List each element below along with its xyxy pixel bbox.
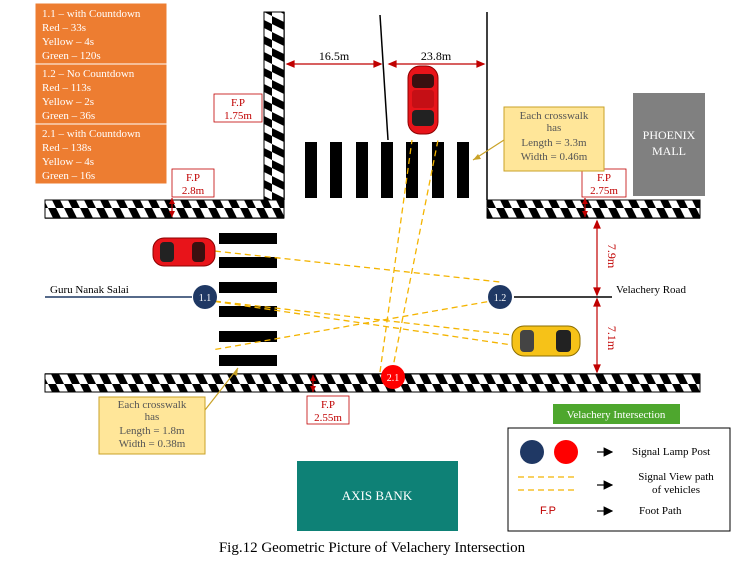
crosswalk-top-line1: Each crosswalk	[520, 110, 589, 122]
signal-post-1-2-label: 1.2	[494, 293, 507, 304]
signal-1-yellow: Yellow – 4s	[42, 36, 94, 48]
legend-fp-symbol: F.P	[540, 505, 556, 517]
fp-top-right-value: 2.75m	[590, 185, 618, 197]
car-red-top	[407, 65, 439, 135]
legend-navy-post-icon	[520, 440, 544, 464]
phoenix-mall-line1: PHOENIX	[643, 128, 696, 142]
signal-post-1-2: 1.2	[488, 285, 512, 309]
fp-marker-bottom: F.P 2.55m	[306, 375, 350, 425]
crosswalk-top	[305, 142, 469, 198]
dim-top-right: 23.8m	[421, 49, 452, 63]
crosswalk-top-line2: has	[547, 122, 562, 134]
car-red-left	[152, 237, 216, 267]
footpath-top-vertical	[263, 11, 285, 201]
signal-post-2-1-label: 2.1	[387, 373, 400, 384]
signal-post-1-1-label: 1.1	[199, 293, 212, 304]
legend-red-post-icon	[554, 440, 578, 464]
phoenix-mall-building: PHOENIX MALL	[633, 93, 705, 196]
signal-2-green: Green – 36s	[42, 110, 95, 122]
crosswalk-bottom-line2: has	[145, 411, 160, 423]
signal-post-1-1: 1.1	[193, 285, 217, 309]
crosswalk-top-length: Length = 3.3m	[521, 137, 587, 149]
dim-right-upper: 7.9m	[605, 244, 619, 269]
signal-timing-box-1: 1.1 – with Countdown Red – 33s Yellow – …	[34, 2, 168, 65]
fp-marker-top-left: F.P 2.8m	[169, 168, 215, 217]
footpath-bottom	[44, 373, 701, 393]
crosswalk-bottom-line1: Each crosswalk	[118, 399, 187, 411]
signal-view-paths	[204, 139, 513, 373]
signal-timing-box-2: 1.2 – No Countdown Red – 113s Yellow – 2…	[34, 63, 168, 125]
footpath-top-left	[44, 199, 285, 219]
legend-view-path-2: of vehicles	[652, 484, 700, 496]
fp-top-vertical-label: F.P	[231, 97, 245, 109]
median-line-top	[379, 14, 389, 141]
crosswalk-top-callout: Each crosswalk has Length = 3.3m Width =…	[472, 106, 605, 172]
signal-2-yellow: Yellow – 2s	[42, 96, 94, 108]
signal-3-green: Green – 16s	[42, 170, 95, 182]
road-label-right: Velachery Road	[616, 284, 686, 296]
intersection-label-box: Velachery Intersection	[553, 404, 680, 424]
phoenix-mall-line2: MALL	[652, 144, 686, 158]
legend: Signal Lamp Post Signal View path of veh…	[507, 427, 731, 532]
signal-1-green: Green – 120s	[42, 50, 101, 62]
axis-bank-label: AXIS BANK	[342, 488, 413, 503]
fp-bottom-label: F.P	[321, 399, 335, 411]
signal-1-label: 1.1 – with Countdown	[42, 8, 141, 20]
crosswalk-left	[219, 233, 277, 366]
fp-marker-top-right: F.P 2.75m	[581, 168, 627, 217]
intersection-label: Velachery Intersection	[567, 409, 666, 421]
signal-3-yellow: Yellow – 4s	[42, 156, 94, 168]
fp-top-right-label: F.P	[597, 172, 611, 184]
signal-2-red: Red – 113s	[42, 82, 91, 94]
dim-top-left: 16.5m	[319, 49, 350, 63]
crosswalk-bottom-width: Width = 0.38m	[119, 438, 186, 450]
legend-foot-path: Foot Path	[639, 505, 682, 517]
crosswalk-top-width: Width = 0.46m	[521, 151, 588, 163]
road-label-left: Guru Nanak Salai	[50, 284, 129, 296]
figure-caption: Fig.12 Geometric Picture of Velachery In…	[219, 540, 526, 556]
fp-top-left-value: 2.8m	[182, 185, 205, 197]
axis-bank-building: AXIS BANK	[297, 461, 458, 531]
signal-1-red: Red – 33s	[42, 22, 86, 34]
fp-marker-top-vertical: F.P 1.75m	[213, 93, 263, 123]
signal-timing-box-3: 2.1 – with Countdown Red – 138s Yellow –…	[34, 123, 168, 185]
dimension-right	[593, 219, 601, 374]
signal-3-red: Red – 138s	[42, 142, 92, 154]
legend-signal-lamp: Signal Lamp Post	[632, 446, 710, 458]
dimension-top	[285, 60, 486, 68]
crosswalk-bottom-callout: Each crosswalk has Length = 1.8m Width =…	[98, 367, 239, 455]
fp-top-vertical-value: 1.75m	[224, 110, 252, 122]
legend-view-path-1: Signal View path	[638, 471, 714, 483]
signal-3-label: 2.1 – with Countdown	[42, 128, 141, 140]
fp-bottom-value: 2.55m	[314, 412, 342, 424]
footpath-top-right	[486, 199, 701, 219]
signal-2-label: 1.2 – No Countdown	[42, 68, 135, 80]
car-yellow-right	[511, 325, 581, 357]
fp-top-left-label: F.P	[186, 172, 200, 184]
signal-post-2-1: 2.1	[381, 365, 405, 389]
dim-right-lower: 7.1m	[605, 326, 619, 351]
crosswalk-bottom-length: Length = 1.8m	[119, 425, 185, 437]
